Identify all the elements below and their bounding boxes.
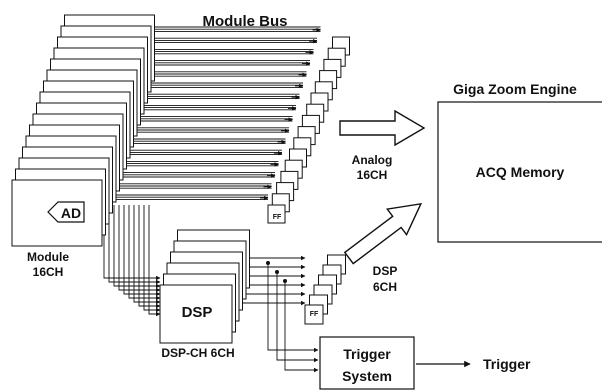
trigger-system-line1: Trigger — [343, 346, 391, 362]
trigger-system-line2: System — [342, 368, 392, 384]
dsp-input-wire — [148, 205, 161, 317]
trigger-feed-wire — [276, 272, 319, 363]
dsp-hollow-arrow — [343, 202, 423, 265]
dsp-input-wire — [113, 205, 161, 289]
ad-label: AD — [61, 205, 81, 221]
dsp-input-wire — [128, 205, 161, 301]
bus-flip-flop-stack — [267, 36, 350, 224]
dsp-input-wire — [138, 205, 161, 309]
dsp-input-wire — [123, 205, 161, 297]
analog-label-line2: 16CH — [357, 168, 388, 182]
dsp-path-label-line1: DSP — [373, 264, 398, 278]
dsp-input-wire — [103, 205, 161, 281]
bus-ff-card — [267, 204, 286, 224]
giga-zoom-title: Giga Zoom Engine — [453, 81, 577, 97]
module-bus-label: Module Bus — [203, 13, 288, 30]
ad-tag-icon — [47, 201, 85, 223]
dsp-label: DSP — [182, 304, 213, 321]
trigger-feed-wire — [284, 281, 319, 373]
dsp-input-wire — [143, 205, 161, 313]
acq-memory-label: ACQ Memory — [476, 164, 565, 180]
dsp-card — [159, 284, 233, 344]
trigger-system-box — [319, 336, 415, 390]
dsp-ff-label: FF — [310, 311, 319, 318]
module-bus-wires — [100, 26, 321, 201]
module-caption-line2: 16CH — [33, 265, 64, 279]
trigger-feed-wire — [267, 263, 319, 353]
trigger-output-label: Trigger — [483, 356, 531, 372]
analog-hollow-arrow — [339, 109, 426, 147]
dsp-input-wire — [133, 205, 161, 305]
dsp-caption: DSP-CH 6CH — [161, 346, 234, 360]
dsp-flip-flop-stack — [304, 254, 346, 325]
acq-memory-box — [437, 101, 602, 243]
dsp-input-wires — [103, 205, 161, 317]
dsp-path-label-line2: 6CH — [373, 280, 397, 294]
module-caption-line1: Module — [27, 250, 69, 264]
bus-ff-label: FF — [273, 214, 282, 221]
dsp-input-wire — [118, 205, 161, 293]
dsp-input-wire — [108, 205, 161, 285]
dsp-ff-card — [304, 304, 324, 325]
dsp-card-stack — [159, 229, 250, 344]
analog-label-line1: Analog — [352, 153, 393, 167]
